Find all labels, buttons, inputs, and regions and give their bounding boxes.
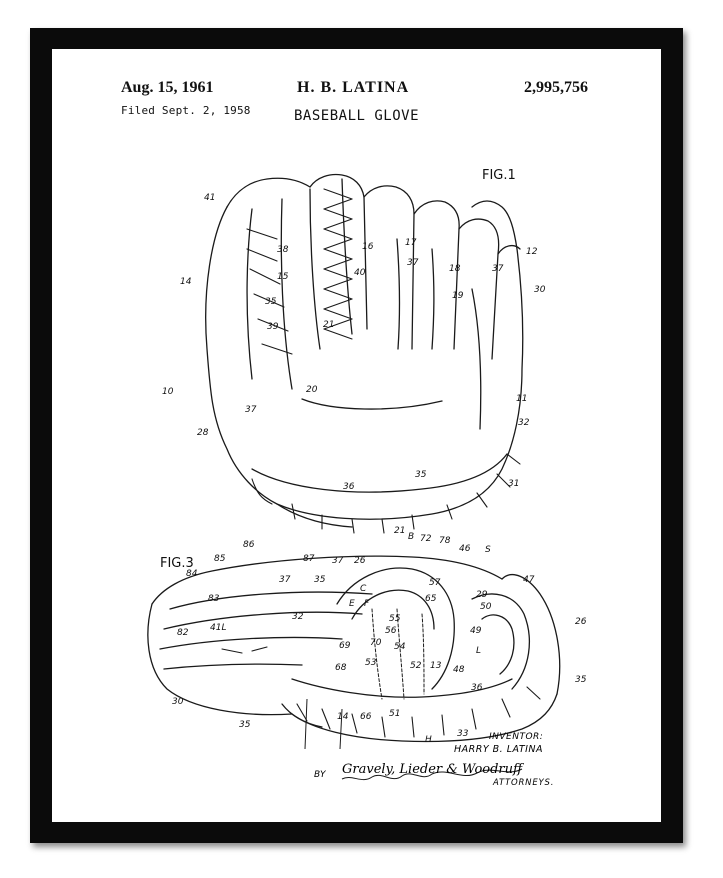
attorney-signature-flourish xyxy=(341,768,523,781)
ref-72: 72 xyxy=(420,534,432,544)
ref-51: 51 xyxy=(389,709,400,719)
ref-26b: 26 xyxy=(575,617,587,627)
ref-13: 13 xyxy=(430,661,442,671)
ref-85: 85 xyxy=(214,554,226,564)
ref-14: 14 xyxy=(180,277,192,287)
ref-37b: 37 xyxy=(407,258,419,268)
ref-17: 17 xyxy=(405,238,417,248)
ref-66: 66 xyxy=(360,712,372,722)
ref-37: 37 xyxy=(492,264,504,274)
ref-L: L xyxy=(476,646,481,656)
ref-30: 30 xyxy=(534,285,546,295)
ref-15: 15 xyxy=(277,272,289,282)
ref-41: 41 xyxy=(204,193,215,203)
ref-35c: 35 xyxy=(575,675,587,685)
ref-54: 54 xyxy=(394,642,406,652)
ref-65: 65 xyxy=(425,594,437,604)
ref-19: 19 xyxy=(452,291,464,301)
ref-48: 48 xyxy=(453,665,465,675)
by-label: BY xyxy=(314,770,326,780)
ref-86: 86 xyxy=(243,540,255,550)
ref-31: 31 xyxy=(508,479,519,489)
ref-37b: 37 xyxy=(279,575,291,585)
ref-56: 56 xyxy=(385,626,397,636)
picture-frame: Aug. 15, 1961 Filed Sept. 2, 1958 H. B. … xyxy=(30,28,683,843)
ref-53: 53 xyxy=(365,658,377,668)
ref-41L: 41L xyxy=(210,623,226,633)
ref-46: 46 xyxy=(459,544,471,554)
fig3-dashed xyxy=(371,608,425,700)
ref-82: 82 xyxy=(177,628,189,638)
ref-78: 78 xyxy=(439,536,451,546)
ref-57: 57 xyxy=(429,578,441,588)
ref-32: 32 xyxy=(518,418,530,428)
ref-38: 38 xyxy=(277,245,289,255)
ref-33: 33 xyxy=(457,729,469,739)
ref-21: 21 xyxy=(394,526,405,536)
ref-F: F xyxy=(364,599,370,609)
ref-26: 26 xyxy=(354,556,366,566)
ref-29: 29 xyxy=(476,590,488,600)
ref-28: 28 xyxy=(197,428,209,438)
ref-47: 47 xyxy=(523,575,535,585)
fig1-label: FIG.1 xyxy=(482,168,516,183)
ref-68: 68 xyxy=(335,663,347,673)
ref-50: 50 xyxy=(480,602,492,612)
fig1-reference-numerals: 41 38 16 17 18 37 12 30 14 15 40 37 19 3… xyxy=(162,193,546,492)
fig3-reference-numerals: 86 21 B 72 78 46 S 85 87 37 26 84 37 35 … xyxy=(172,526,587,745)
ref-32: 32 xyxy=(292,612,304,622)
ref-35: 35 xyxy=(314,575,326,585)
ref-37: 37 xyxy=(332,556,344,566)
patent-title: BASEBALL GLOVE xyxy=(294,108,420,124)
ref-10: 10 xyxy=(162,387,174,397)
ref-36: 36 xyxy=(343,482,355,492)
ref-E: E xyxy=(349,599,355,609)
ref-S: S xyxy=(485,545,491,555)
ref-12: 12 xyxy=(526,247,538,257)
ref-87: 87 xyxy=(303,554,315,564)
inventor-name: HARRY B. LATINA xyxy=(454,744,544,755)
ref-83: 83 xyxy=(208,594,220,604)
ref-B: B xyxy=(408,532,414,542)
fig3-lacing xyxy=(221,646,541,738)
ref-30: 30 xyxy=(172,697,184,707)
ref-H: H xyxy=(425,735,432,745)
ref-21: 21 xyxy=(323,320,334,330)
ref-35b: 35 xyxy=(415,470,427,480)
ref-70: 70 xyxy=(370,638,382,648)
fig3-leader-lines xyxy=(304,698,343,750)
patent-sheet: Aug. 15, 1961 Filed Sept. 2, 1958 H. B. … xyxy=(52,49,661,822)
ref-18: 18 xyxy=(449,264,461,274)
attorneys-label: ATTORNEYS. xyxy=(493,778,555,788)
attorneys-signature: Gravely, Lieder & Woodruff xyxy=(342,762,523,777)
filed-date: Filed Sept. 2, 1958 xyxy=(121,104,251,117)
ref-11: 11 xyxy=(516,394,527,404)
ref-14: 14 xyxy=(337,712,349,722)
ref-55: 55 xyxy=(389,614,401,624)
fig3-glove xyxy=(147,555,561,743)
ref-36: 36 xyxy=(471,683,483,693)
patent-drawing: FIG.1 FIG.3 41 38 16 17 18 37 12 30 14 1… xyxy=(147,168,587,781)
ref-35b: 35 xyxy=(239,720,251,730)
ref-52: 52 xyxy=(410,661,422,671)
ref-C: C xyxy=(360,584,367,594)
ref-20: 20 xyxy=(306,385,318,395)
fig3-label: FIG.3 xyxy=(160,556,194,571)
ref-39: 39 xyxy=(267,322,279,332)
ref-40: 40 xyxy=(354,268,366,278)
patent-date: Aug. 15, 1961 xyxy=(121,79,214,96)
inventor-label: INVENTOR: xyxy=(489,732,544,742)
inventor-header: H. B. LATINA xyxy=(297,79,410,96)
patent-number: 2,995,756 xyxy=(524,79,588,96)
ref-16: 16 xyxy=(362,242,374,252)
ref-49: 49 xyxy=(470,626,482,636)
ref-35: 35 xyxy=(265,297,277,307)
ref-69: 69 xyxy=(339,641,351,651)
fig1-glove xyxy=(205,173,524,528)
ref-37c: 37 xyxy=(245,405,257,415)
fig1-lacing xyxy=(246,188,521,534)
ref-84: 84 xyxy=(186,569,198,579)
